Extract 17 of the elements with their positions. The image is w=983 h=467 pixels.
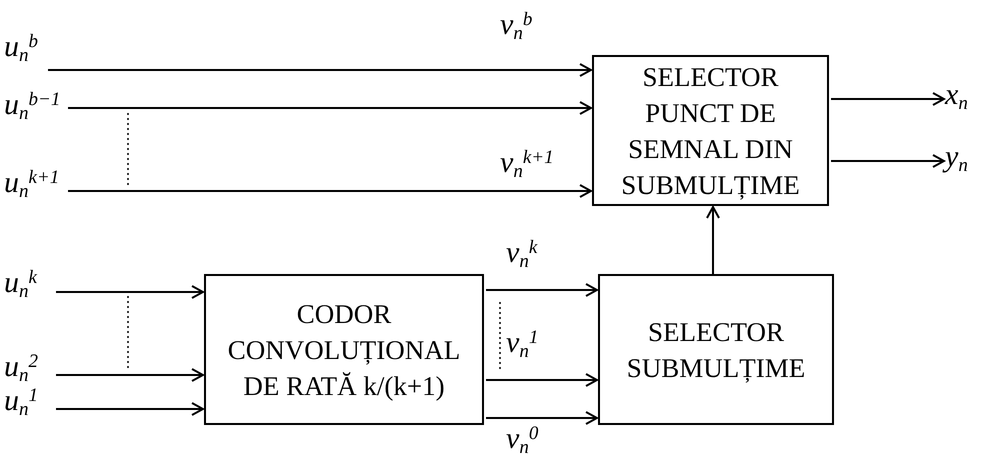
arrow — [68, 101, 592, 115]
process-box: CODOR CONVOLUȚIONAL DE RATĂ k/(k+1) — [204, 274, 484, 425]
process-box: SELECTOR SUBMULȚIME — [598, 274, 834, 425]
process-box: SELECTOR PUNCT DE SEMNAL DIN SUBMULȚIME — [592, 55, 829, 206]
arrow — [48, 63, 592, 77]
arrow — [831, 92, 945, 106]
arrow — [831, 154, 945, 168]
arrow — [486, 411, 598, 425]
arrow — [68, 184, 592, 198]
signal-label: y$_{n}$ — [945, 140, 981, 180]
arrow — [56, 368, 204, 382]
arrow — [486, 283, 598, 297]
signal-label: x$_{n}$ — [945, 78, 981, 118]
arrow — [486, 373, 598, 387]
arrow — [56, 285, 204, 299]
arrow — [56, 402, 204, 416]
arrow — [706, 206, 720, 274]
